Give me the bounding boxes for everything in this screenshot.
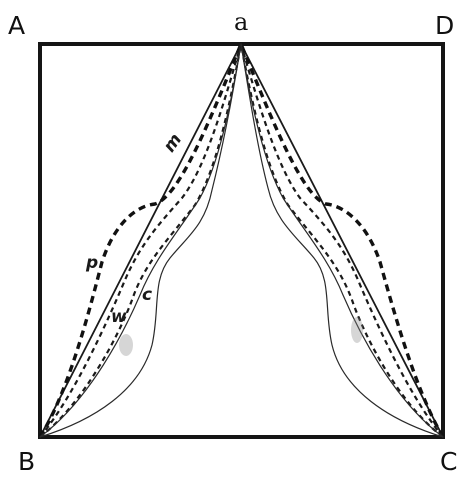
curve-label-m: m (160, 130, 187, 156)
left-smudge (119, 334, 133, 356)
square-frame (38, 42, 445, 439)
curve-label-p: p (85, 253, 98, 273)
left-curve-c (39, 43, 242, 438)
curve-label-c: c (142, 285, 152, 305)
right-curve-w (239, 43, 444, 438)
apex-label: a (234, 8, 248, 36)
right-curve-dashed-inner (239, 43, 444, 438)
corner-label-top-left: A (8, 11, 25, 40)
curve-label-w: w (111, 307, 127, 327)
left-line-m (39, 43, 242, 438)
right-smudge (351, 317, 363, 343)
left-curve-dashed-inner (39, 43, 243, 438)
left-curve-p (38, 43, 243, 438)
right-line-m (240, 43, 444, 438)
right-curve-p (239, 43, 445, 438)
corner-label-top-right: D (435, 11, 454, 40)
corner-label-bottom-left: B (18, 447, 35, 476)
right-curve-thin-extra (240, 43, 444, 438)
left-curve-thin-extra (39, 43, 242, 438)
right-curve-c (240, 43, 444, 438)
corner-label-bottom-right: C (440, 447, 457, 476)
